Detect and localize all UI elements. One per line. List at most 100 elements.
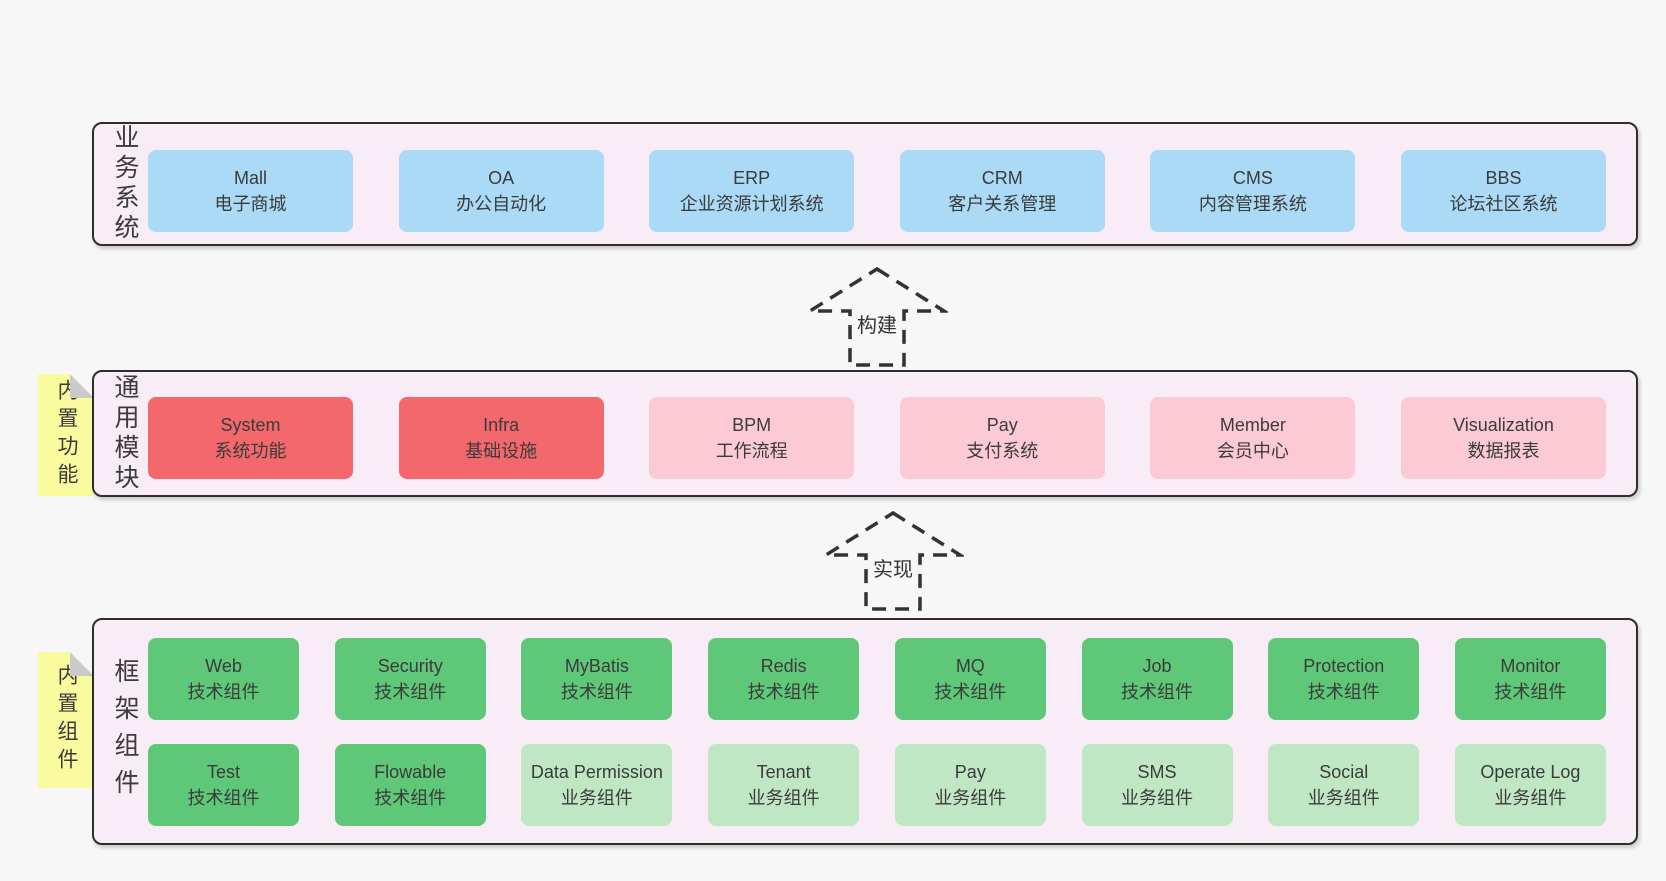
- box-subtitle: 会员中心: [1216, 441, 1289, 461]
- note-fold-corner-icon: [70, 652, 94, 676]
- note-fold-corner-icon: [70, 374, 94, 398]
- box-subtitle: 电子商城: [214, 194, 287, 214]
- build-arrow-icon: 构建: [806, 266, 948, 370]
- diagram-box-redis: Redis 技术组件: [708, 638, 860, 720]
- layer-side-label: 框架组件: [111, 657, 139, 806]
- box-subtitle: 技术组件: [374, 682, 447, 702]
- layer-side-label: 通用模块: [111, 373, 139, 494]
- box-subtitle: 业务组件: [1307, 788, 1380, 808]
- box-title: Infra: [483, 414, 520, 435]
- diagram-box-infra: Infra 基础设施: [398, 397, 604, 479]
- box-title: Mall: [233, 167, 267, 188]
- box-subtitle: 技术组件: [560, 682, 633, 702]
- box-subtitle: 技术组件: [934, 682, 1007, 702]
- diagram-box-social: Social 业务组件: [1268, 744, 1420, 826]
- box-subtitle: 技术组件: [187, 682, 260, 702]
- box-title: Operate Log: [1480, 761, 1581, 782]
- box-title: CRM: [981, 167, 1023, 188]
- diagram-box-bbs: BBS 论坛社区系统: [1400, 150, 1606, 232]
- diagram-box-visualization: Visualization 数据报表: [1400, 397, 1606, 479]
- sticky-note-built-in-features: 内置功能: [38, 374, 94, 496]
- diagram-box-job: Job 技术组件: [1081, 638, 1233, 720]
- box-title: Protection: [1303, 655, 1385, 676]
- diagram-box-test: Test 技术组件: [148, 744, 299, 826]
- box-title: Pay: [954, 761, 986, 782]
- box-title: MyBatis: [564, 655, 629, 676]
- box-title: Redis: [760, 655, 807, 676]
- box-title: Test: [206, 761, 240, 782]
- box-title: BBS: [1485, 167, 1522, 188]
- box-subtitle: 企业资源计划系统: [679, 194, 824, 214]
- diagram-box-pay: Pay 业务组件: [894, 744, 1046, 826]
- box-subtitle: 技术组件: [374, 788, 447, 808]
- diagram-box-security: Security 技术组件: [334, 638, 486, 720]
- diagram-box-sms: SMS 业务组件: [1081, 744, 1233, 826]
- box-title: Tenant: [756, 761, 811, 782]
- box-subtitle: 业务组件: [934, 788, 1007, 808]
- diagram-box-protection: Protection 技术组件: [1268, 638, 1420, 720]
- diagram-box-web: Web 技术组件: [148, 638, 299, 720]
- diagram-box-operate-log: Operate Log 业务组件: [1454, 744, 1606, 826]
- box-title: Web: [205, 655, 242, 676]
- diagram-box-mall: Mall 电子商城: [148, 150, 353, 232]
- box-title: SMS: [1137, 761, 1177, 782]
- box-title: Flowable: [374, 761, 447, 782]
- box-title: Data Permission: [530, 761, 663, 782]
- box-title: Member: [1219, 414, 1286, 435]
- box-subtitle: 系统功能: [214, 441, 287, 461]
- box-title: Pay: [986, 414, 1018, 435]
- box-subtitle: 工作流程: [715, 441, 788, 461]
- box-subtitle: 技术组件: [1307, 682, 1380, 702]
- box-title: Security: [377, 655, 443, 676]
- diagram-box-data-permission: Data Permission 业务组件: [521, 744, 673, 826]
- box-subtitle: 内容管理系统: [1198, 194, 1307, 214]
- box-subtitle: 基础设施: [465, 441, 538, 461]
- box-subtitle: 技术组件: [747, 682, 820, 702]
- diagram-box-tenant: Tenant 业务组件: [708, 744, 860, 826]
- box-subtitle: 技术组件: [187, 788, 260, 808]
- box-subtitle: 业务组件: [747, 788, 820, 808]
- box-subtitle: 客户关系管理: [948, 194, 1057, 214]
- layer-side-label: 业务系统: [111, 124, 139, 244]
- box-title: BPM: [732, 414, 772, 435]
- box-subtitle: 论坛社区系统: [1449, 194, 1558, 214]
- box-subtitle: 支付系统: [966, 441, 1039, 461]
- box-subtitle: 业务组件: [560, 788, 633, 808]
- sticky-note-built-in-components: 内置组件: [38, 652, 94, 788]
- box-subtitle: 办公自动化: [456, 194, 547, 214]
- implement-arrow-icon: 实现: [822, 510, 964, 614]
- diagram-box-crm: CRM 客户关系管理: [899, 150, 1105, 232]
- diagram-box-bpm: BPM 工作流程: [649, 397, 855, 479]
- box-subtitle: 业务组件: [1494, 788, 1567, 808]
- box-subtitle: 技术组件: [1494, 682, 1567, 702]
- build-arrow-label: 构建: [854, 309, 900, 338]
- note-label: 内置组件: [55, 664, 78, 776]
- box-title: Visualization: [1453, 414, 1554, 435]
- implement-arrow-label: 实现: [870, 553, 916, 582]
- box-subtitle: 数据报表: [1467, 441, 1540, 461]
- box-title: CMS: [1232, 167, 1273, 188]
- diagram-box-flowable: Flowable 技术组件: [334, 744, 486, 826]
- box-title: Social: [1319, 761, 1369, 782]
- box-subtitle: 业务组件: [1121, 788, 1194, 808]
- box-title: Monitor: [1500, 655, 1561, 676]
- box-title: Job: [1142, 655, 1172, 676]
- diagram-box-pay: Pay 支付系统: [899, 397, 1105, 479]
- box-subtitle: 技术组件: [1121, 682, 1194, 702]
- diagram-box-mybatis: MyBatis 技术组件: [521, 638, 673, 720]
- diagram-box-member: Member 会员中心: [1150, 397, 1356, 479]
- diagram-box-cms: CMS 内容管理系统: [1150, 150, 1356, 232]
- diagram-box-monitor: Monitor 技术组件: [1454, 638, 1606, 720]
